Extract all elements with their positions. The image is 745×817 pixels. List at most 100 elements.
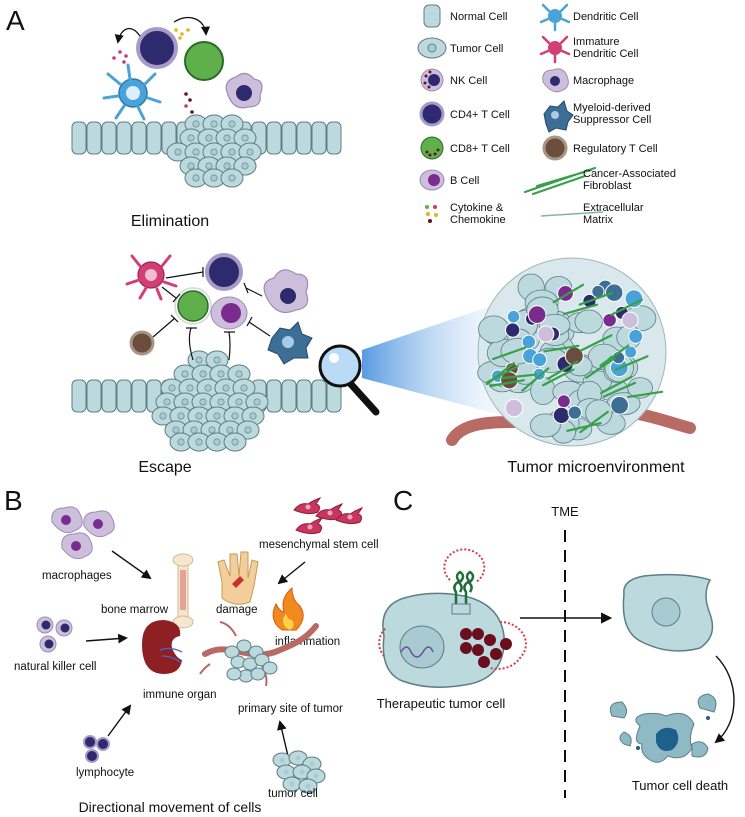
label-primary-site: primary site of tumor [238,703,343,715]
legend-label: Macrophage [573,75,634,87]
tumor-mass-elimination [166,114,262,188]
cytokine-icon [425,205,438,223]
normal-cell [281,121,297,155]
legend-label: Dendritic Cell [573,11,638,23]
magnifier-handle [345,378,380,416]
nk-cell-icon [420,68,444,92]
legend-label-line2: Fibroblast [583,180,631,192]
normal-cell [266,379,282,413]
tumor-mass-escape [151,350,269,452]
tumor-cell-icon [417,37,447,59]
panel-c: C TME Therapeutic tumor cell [377,485,735,798]
macrophage-icon [542,68,569,93]
escape-title: Escape [138,459,191,476]
normal-cell [71,379,87,413]
normal-cell [326,121,342,155]
tumor-microenvironment: Tumor microenvironment [446,257,696,476]
normal-cell [101,121,117,155]
mdsc-icon [543,100,574,133]
normal-cell [146,121,162,155]
elimination-title: Elimination [131,213,209,230]
legend-label: Tumor Cell [450,43,503,55]
immature-dendritic-cell-icon [539,35,571,64]
normal-cell [71,121,87,155]
legend-label: Immature [573,36,619,48]
label-bone-marrow: bone marrow [101,604,169,616]
elimination-diagram: Elimination [71,17,342,230]
cd8-t-cell-escape [177,290,209,322]
normal-cell [311,379,327,413]
bone-icon [172,553,194,629]
cd4-t-cell-icon [136,27,178,69]
legend-label: Cytokine & [450,202,504,214]
legend-label-line2: Suppressor Cell [573,114,651,126]
normal-cell [266,121,282,155]
macrophage-icon [61,532,93,560]
tme-title: Tumor microenvironment [507,459,685,476]
label-nk: natural killer cell [14,661,96,673]
normal-cell [101,379,117,413]
legend-label-line2: Dendritic Cell [573,48,638,60]
panel-b: B macrophages bone marrow damage mesench… [4,485,379,815]
tme-cell-cluster [477,273,664,444]
legend-label: Extracellular [583,202,644,214]
arrow-cd4-to-dc [114,27,141,44]
legend-label: Myeloid-derived [573,102,651,114]
panel-label-a: A [6,5,25,36]
cd8-t-cell-icon [184,41,224,81]
inhibition-lines [152,267,271,361]
magnifier-icon[interactable] [318,344,362,388]
cd4-t-cell-escape [205,253,243,291]
legend-label: NK Cell [450,75,487,87]
tumor-cell [226,667,242,681]
cd4-t-cell-icon [419,101,445,127]
normal-cell [86,121,102,155]
macrophage-icon [83,510,115,538]
ecm-icon [540,211,604,217]
macrophage-icon [225,72,263,109]
normal-cell [296,121,312,155]
legend-label: Regulatory T Cell [573,143,658,155]
tumor-cell [250,667,266,681]
label-tumor-cell: tumor cell [268,788,318,800]
cytokine-dots-top [112,28,194,114]
legend-label: Normal Cell [450,11,507,23]
panel-b-caption: Directional movement of cells [79,799,262,815]
msc-icon [293,497,322,515]
mdsc-escape [267,321,313,365]
normal-cell [116,121,132,155]
regulatory-t-cell-escape [129,330,155,356]
macrophage-escape [263,269,309,313]
legend-label-line2: Chemokine [450,214,506,226]
normal-cell [131,121,147,155]
dendritic-cell-icon [102,63,162,121]
msc-icon [335,507,364,525]
nk-cell-icon [36,616,54,634]
label-immune-organ: immune organ [143,689,217,701]
arrow-cd4-to-cd8 [173,17,211,36]
macrophage-icon [51,506,83,534]
legend-label: Cancer-Associated [583,168,676,180]
label-therapeutic: Therapeutic tumor cell [377,696,506,711]
normal-cell [86,379,102,413]
normal-cell-icon [423,4,441,28]
nk-cell-cluster [36,616,73,653]
normal-cell [311,121,327,155]
normal-cell [281,379,297,413]
normal-cell [116,379,132,413]
legend-label: CD4+ T Cell [450,109,510,121]
tumor-cell-cluster [272,750,326,794]
tumor-cell [236,639,252,653]
tumor-cell-in-tme [622,573,714,652]
escape-diagram: Escape [71,253,342,476]
cd8-t-cell-icon [420,136,444,160]
legend-label: B Cell [450,175,479,187]
tumor-cell [262,661,278,675]
therapeutic-tumor-cell [378,548,527,688]
tumor-cell [224,645,240,659]
tme-divider-label: TME [551,504,579,519]
nk-cell-icon [55,619,73,637]
msc-icon [295,517,324,535]
lymphocyte-cluster [83,735,110,763]
